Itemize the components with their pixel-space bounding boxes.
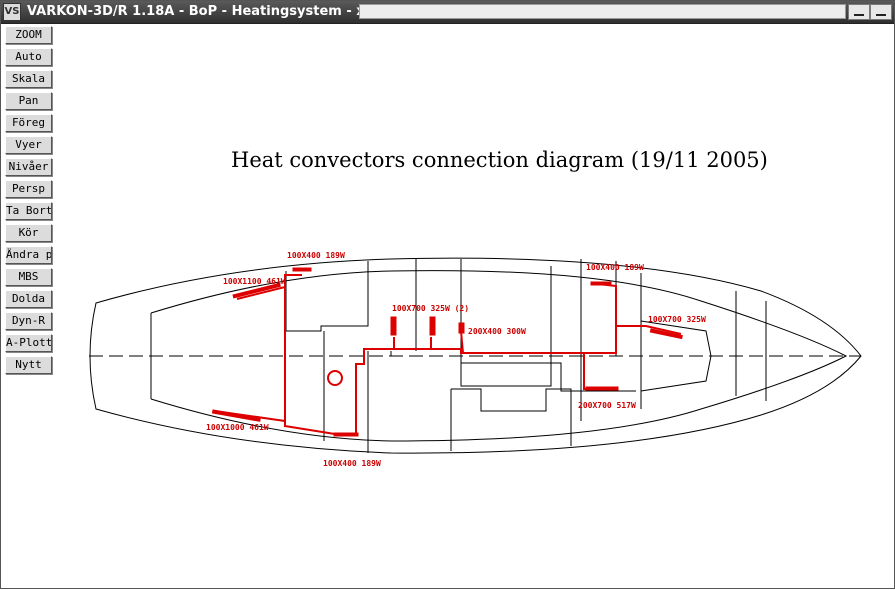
heating-pipes — [214, 274, 682, 436]
convector-c6 — [649, 328, 683, 340]
label-c4: 200X400 300W — [468, 327, 526, 336]
title-bar[interactable]: VS VARKON-3D/R 1.18A - BoP - Heatingsyst… — [1, 1, 894, 24]
convectors — [211, 267, 683, 437]
convector-c9 — [585, 386, 619, 391]
zoom-button[interactable]: ZOOM — [5, 26, 52, 44]
label-c3: 100X700 325W (2) — [392, 304, 469, 313]
label-c8: 100X400 189W — [323, 459, 381, 468]
convector-c4 — [458, 322, 465, 334]
label-c6: 100X700 325W — [648, 315, 706, 324]
kor-button[interactable]: Kör — [5, 224, 52, 242]
drawing-title: Heat convectors connection diagram (19/1… — [231, 148, 768, 172]
minimize-button[interactable] — [848, 4, 870, 20]
pan-button[interactable]: Pan — [5, 92, 52, 110]
vyer-button[interactable]: Vyer — [5, 136, 52, 154]
convector-c2 — [232, 282, 281, 299]
label-c9: 200X700 517W — [578, 401, 636, 410]
skala-button[interactable]: Skala — [5, 70, 52, 88]
nivaer-button[interactable]: Nivåer — [5, 158, 52, 176]
mbs-button[interactable]: MBS — [5, 268, 52, 286]
convector-c5 — [590, 281, 612, 286]
label-c5: 100X400 189W — [586, 263, 644, 272]
boiler-symbol — [327, 370, 343, 386]
window-title: VARKON-3D/R 1.18A - BoP - Heatingsystem … — [27, 4, 374, 19]
dyn-r-button[interactable]: Dyn-R — [5, 312, 52, 330]
label-c1: 100X400 189W — [287, 251, 345, 260]
minimize-icon — [854, 14, 864, 16]
hull-outline — [89, 257, 862, 454]
close-button[interactable] — [870, 4, 892, 20]
foreg-button[interactable]: Föreg — [5, 114, 52, 132]
persp-button[interactable]: Persp — [5, 180, 52, 198]
convector-c7 — [211, 409, 261, 422]
title-bar-fill — [359, 4, 846, 19]
convector-c3a — [390, 316, 397, 336]
deck-line — [150, 270, 848, 442]
a-plott-button[interactable]: A-Plott — [5, 334, 52, 352]
label-c7: 100X1000 461W — [206, 423, 269, 432]
ta-bort-button[interactable]: Ta Bort — [5, 202, 52, 220]
convector-c8 — [333, 432, 359, 437]
auto-button[interactable]: Auto — [5, 48, 52, 66]
dolda-button[interactable]: Dolda — [5, 290, 52, 308]
label-c2: 100X1100 461W — [223, 277, 286, 286]
app-logo-icon[interactable]: VS — [3, 3, 21, 21]
convector-c1 — [292, 267, 312, 272]
minimize-bar-icon — [876, 14, 886, 16]
nytt-button[interactable]: Nytt — [5, 356, 52, 374]
andra-p-button[interactable]: Ändra p — [5, 246, 52, 264]
convector-c3b — [429, 316, 436, 336]
